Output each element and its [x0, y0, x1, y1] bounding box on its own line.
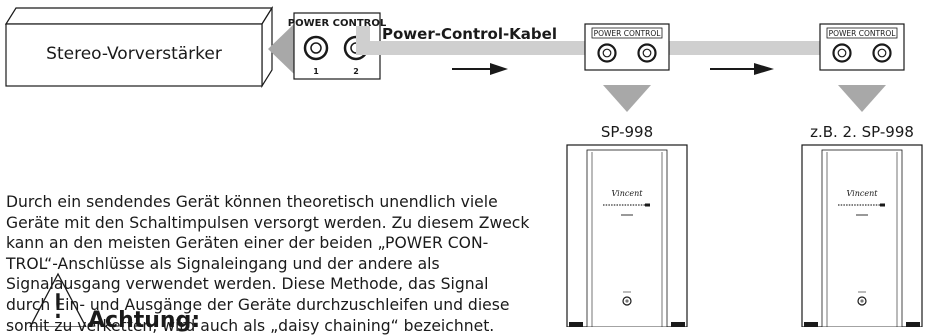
warning-title: Achtung:: [88, 308, 201, 333]
port-number-1: 1: [313, 67, 319, 76]
connection-diagram: Stereo-Vorverstärker POWER CONTROL 1 2 P…: [4, 5, 923, 327]
pointer-arrow-down-1: [603, 85, 651, 112]
port-number-2: 2: [353, 67, 359, 76]
paragraph-line: Durch ein sendendes Gerät können theoret…: [6, 193, 498, 211]
amplifier-device-1: Vincent: [566, 144, 688, 327]
direction-arrow-1: [452, 63, 508, 75]
panel-1-label: POWER CONTROL: [594, 29, 662, 38]
power-control-panel-device-2: POWER CONTROL: [819, 23, 905, 71]
panel-main-label: POWER CONTROL: [288, 18, 387, 29]
preamp-box: Stereo-Vorverstärker: [4, 5, 274, 89]
paragraph-line: kann an den meisten Geräten einer der be…: [6, 234, 489, 253]
preamp-label: Stereo-Vorverstärker: [46, 44, 222, 64]
warning-icon: !: [29, 272, 87, 327]
device-1-brand: Vincent: [612, 189, 644, 198]
device-1-label: SP-998: [601, 123, 653, 141]
warning-symbol: !: [51, 287, 65, 327]
pointer-arrow-down-2: [838, 85, 886, 112]
power-control-panel-device-1: POWER CONTROL: [584, 23, 670, 71]
amplifier-device-2: Vincent: [801, 144, 923, 327]
cable-label: Power-Control-Kabel: [382, 25, 557, 43]
paragraph-line: Geräte mit den Schaltimpulsen versorgt w…: [6, 213, 530, 232]
paragraph-line: durch Ein- und Ausgänge der Geräte durch…: [6, 295, 510, 314]
paragraph-line: TROL“-Anschlüsse als Signaleingang und d…: [6, 254, 440, 273]
paragraph-line: Signalausgang verwendet werden. Diese Me…: [6, 275, 489, 294]
direction-arrow-2: [710, 63, 774, 75]
device-2-brand: Vincent: [847, 189, 879, 198]
device-2-label: z.B. 2. SP-998: [810, 123, 914, 141]
panel-2-label: POWER CONTROL: [829, 29, 897, 38]
pointer-arrow-left: [268, 24, 294, 74]
